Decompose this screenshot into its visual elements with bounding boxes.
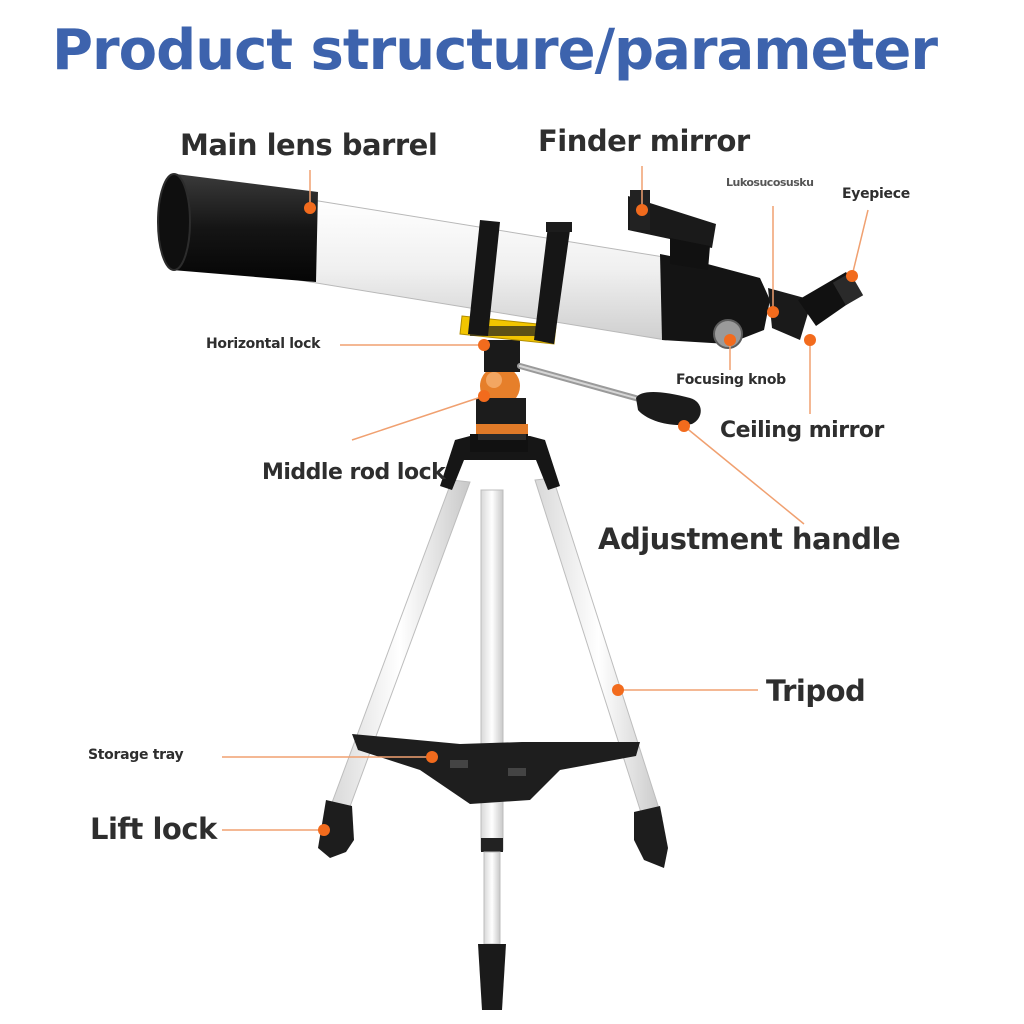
label-focusing-knob: Focusing knob: [676, 372, 786, 388]
tube-rings: [468, 220, 572, 344]
callout-dots: [304, 202, 858, 836]
label-storage-tray: Storage tray: [88, 747, 184, 763]
callout-lines: [222, 166, 869, 831]
label-main-lens-barrel: Main lens barrel: [180, 128, 438, 162]
storage-tray: [352, 734, 640, 804]
page-title: Product structure/parameter: [52, 18, 938, 83]
label-lift-lock: Lift lock: [90, 812, 217, 846]
label-adjustment-handle: Adjustment handle: [598, 522, 901, 556]
tripod-head: [440, 340, 701, 490]
label-finder-mirror: Finder mirror: [538, 124, 750, 158]
label-tripod: Tripod: [766, 674, 866, 708]
label-horizontal-lock: Horizontal lock: [206, 336, 321, 352]
label-eyepiece: Eyepiece: [842, 186, 910, 202]
label-ceiling-mirror: Ceiling mirror: [720, 418, 884, 443]
label-unreadable-small: Lukosucosusku: [726, 176, 814, 189]
main-tube: [157, 173, 864, 349]
label-middle-rod-lock: Middle rod lock: [262, 460, 446, 485]
finder-scope: [628, 190, 716, 270]
